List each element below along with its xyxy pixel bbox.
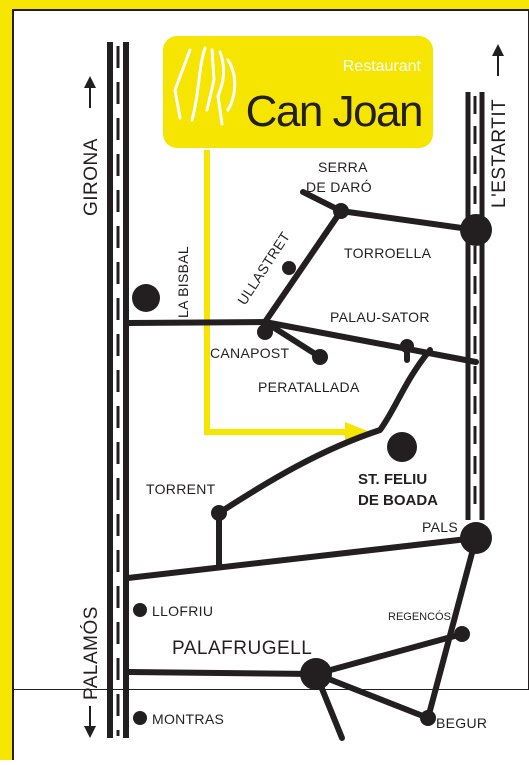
marker-llofriu — [133, 603, 147, 617]
label-peratallada: PERATALLADA — [258, 379, 360, 395]
label-palau-sator: PALAU-SATOR — [330, 309, 430, 325]
label-girona: GIRONA — [81, 138, 102, 216]
direction-estartit: L'ESTARTIT — [489, 44, 510, 208]
marker-ullastret — [282, 261, 296, 275]
label-de-boada: DE BOADA — [358, 492, 438, 509]
marker-regencos — [454, 626, 470, 642]
road-network — [125, 189, 479, 741]
label-la-bisbal: LA BISBAL — [175, 246, 191, 318]
label-de-daro: DE DARÓ — [306, 179, 372, 195]
marker-torroella — [460, 214, 492, 246]
marker-begur — [420, 710, 436, 726]
label-st-feliu: ST. FELIU — [358, 471, 427, 488]
label-estartit: L'ESTARTIT — [489, 99, 510, 208]
dining-cutlery-logo-icon — [173, 46, 237, 126]
logo-label-small: Restaurant — [343, 58, 422, 75]
label-regencos: REGENCÓS — [388, 610, 451, 623]
marker-st-feliu — [387, 432, 417, 462]
map-panel-bottom — [13, 690, 529, 760]
marker-la-bisbal — [132, 284, 160, 312]
restaurant-logo: Restaurant Can Joan — [163, 36, 433, 148]
marker-torrent — [211, 505, 227, 521]
label-montras: MONTRAS — [152, 711, 224, 727]
label-pals: PALS — [422, 519, 458, 535]
label-begur: BEGUR — [436, 715, 487, 731]
marker-montras — [133, 711, 147, 725]
label-torrent: TORRENT — [146, 481, 216, 497]
marker-palau-sator — [400, 339, 414, 353]
highway-left — [107, 42, 129, 738]
highway-right — [465, 92, 485, 520]
marker-canapost — [257, 324, 273, 340]
city-markers — [132, 203, 492, 726]
label-canapost: CANAPOST — [210, 345, 290, 361]
logo-name: Can Joan — [246, 87, 422, 136]
arrow-up-icon — [84, 76, 96, 108]
marker-pals — [460, 522, 492, 554]
label-palamos: PALAMÓS — [80, 606, 102, 700]
label-llofriu: LLOFRIU — [152, 603, 213, 619]
label-torroella: TORROELLA — [344, 245, 432, 261]
marker-peratallada — [312, 349, 328, 365]
arrow-up-icon — [492, 44, 504, 76]
marker-palafrugell — [300, 658, 332, 690]
label-palafrugell: PALAFRUGELL — [172, 638, 312, 659]
direction-girona: GIRONA — [81, 76, 102, 216]
marker-serra-de-daro — [333, 203, 349, 219]
label-serra: SERRA — [318, 159, 368, 175]
direction-palamos: PALAMÓS — [80, 606, 102, 738]
arrow-down-icon — [84, 706, 96, 738]
route-line — [204, 150, 348, 435]
route-arrow-head — [345, 422, 370, 442]
